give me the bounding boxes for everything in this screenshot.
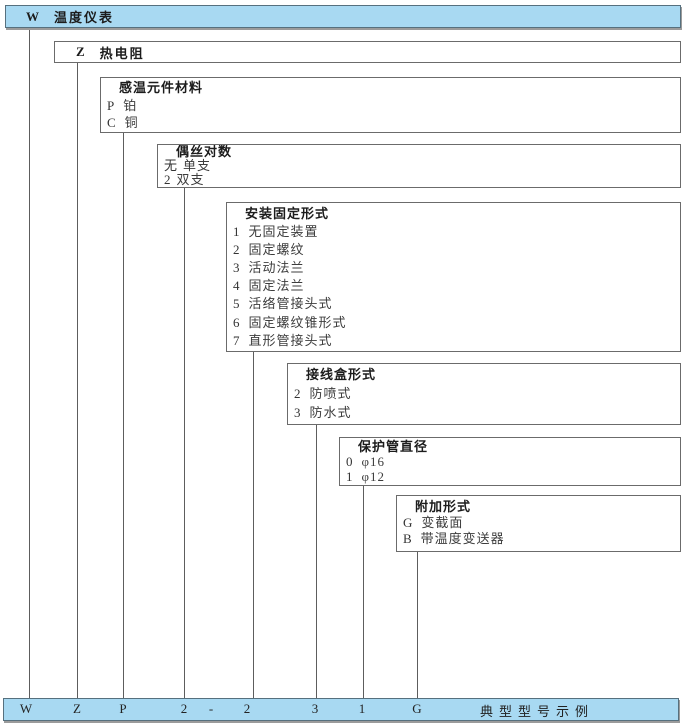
level-box-rtd: Z 热电阻 bbox=[54, 41, 681, 63]
level-box-mounting-type: 安装固定形式 1 无固定装置 2 固定螺纹 3 活动法兰 4 固定法兰 5 活络… bbox=[226, 202, 681, 352]
option-label: 固定法兰 bbox=[248, 278, 305, 294]
option-code: C bbox=[107, 115, 116, 130]
option-code: 3 bbox=[233, 260, 240, 276]
option-row: 7 直形管接头式 bbox=[227, 332, 680, 350]
box-title: 偶丝对数 bbox=[176, 144, 233, 159]
connector-line-tube-diameter bbox=[363, 485, 364, 698]
option-row: 0 φ16 bbox=[340, 454, 680, 469]
option-label: 双支 bbox=[176, 172, 205, 187]
example-code-mount: 2 bbox=[243, 701, 251, 716]
connector-line-material bbox=[123, 132, 124, 698]
example-bar: W Z P 2 - 2 3 1 G 典型型号示例 bbox=[3, 698, 679, 721]
box-title: 附加形式 bbox=[415, 499, 472, 514]
option-row: 5 活络管接头式 bbox=[227, 295, 680, 313]
option-row: C 铜 bbox=[101, 114, 680, 132]
header-label: 温度仪表 bbox=[54, 10, 115, 25]
option-label: 固定螺纹 bbox=[248, 242, 305, 258]
option-code: 3 bbox=[294, 405, 301, 420]
connector-line-z bbox=[77, 63, 78, 698]
option-label: 带温度变送器 bbox=[420, 531, 505, 546]
option-row: 1 无固定装置 bbox=[227, 223, 680, 241]
example-code-dash: - bbox=[208, 701, 214, 716]
option-code: 无 bbox=[164, 158, 178, 173]
option-code: P bbox=[107, 97, 115, 113]
connector-line-mounting bbox=[253, 350, 254, 698]
option-row: 2 防喷式 bbox=[288, 384, 680, 403]
box-title: 保护管直径 bbox=[358, 439, 429, 454]
connector-line-w bbox=[29, 28, 30, 698]
option-label: 铂 bbox=[123, 97, 138, 113]
option-label: 铜 bbox=[124, 115, 139, 130]
example-caption: 典型型号示例 bbox=[479, 704, 595, 719]
header-bar: W 温度仪表 bbox=[5, 5, 681, 28]
option-code: 0 bbox=[346, 454, 353, 469]
option-code: 2 bbox=[294, 386, 301, 401]
option-label: φ12 bbox=[361, 469, 386, 484]
connector-line-wire-pairs bbox=[184, 188, 185, 698]
option-row: G 变截面 bbox=[397, 515, 680, 531]
option-label: 无固定装置 bbox=[248, 224, 319, 240]
box-title: 接线盒形式 bbox=[306, 367, 377, 382]
option-row: 4 固定法兰 bbox=[227, 277, 680, 295]
rtd-code: Z bbox=[76, 44, 87, 59]
example-code-tube: 1 bbox=[358, 701, 366, 716]
level-box-junction-box-type: 接线盒形式 2 防喷式 3 防水式 bbox=[287, 363, 681, 425]
option-code: B bbox=[403, 531, 412, 546]
option-row: P 铂 bbox=[101, 97, 680, 115]
option-label: 防水式 bbox=[309, 405, 352, 420]
option-row: 2 双支 bbox=[158, 173, 680, 187]
option-label: 固定螺纹锥形式 bbox=[248, 314, 347, 330]
option-row: B 带温度变送器 bbox=[397, 531, 680, 547]
connector-line-junction-box bbox=[316, 424, 317, 698]
option-code: G bbox=[403, 515, 413, 530]
example-code-jbox: 3 bbox=[311, 701, 319, 716]
option-label: 活动法兰 bbox=[248, 260, 305, 276]
example-code-w: W bbox=[19, 701, 33, 716]
option-code: 2 bbox=[164, 172, 171, 187]
option-label: 活络管接头式 bbox=[248, 296, 333, 312]
option-row: 6 固定螺纹锥形式 bbox=[227, 314, 680, 332]
rtd-label: 热电阻 bbox=[99, 45, 145, 61]
connector-line-additional-type bbox=[417, 549, 418, 698]
option-code: 5 bbox=[233, 296, 240, 312]
option-row: 2 固定螺纹 bbox=[227, 241, 680, 259]
option-code: 2 bbox=[233, 242, 240, 258]
header-code: W bbox=[26, 8, 41, 24]
level-box-wire-pairs: 偶丝对数 无 单支 2 双支 bbox=[157, 144, 681, 188]
example-code-z: Z bbox=[73, 701, 81, 716]
example-code-p: P bbox=[119, 701, 127, 716]
level-box-protection-tube-diameter: 保护管直径 0 φ16 1 φ12 bbox=[339, 437, 681, 486]
option-row: 无 单支 bbox=[158, 159, 680, 173]
option-row: 3 活动法兰 bbox=[227, 259, 680, 277]
option-code: 7 bbox=[233, 332, 240, 348]
option-label: 直形管接头式 bbox=[248, 332, 333, 348]
option-row: 3 防水式 bbox=[288, 403, 680, 422]
option-code: 4 bbox=[233, 278, 240, 294]
example-code-extra: G bbox=[412, 701, 422, 716]
level-box-sensing-element-material: 感温元件材料 P 铂 C 铜 bbox=[100, 77, 681, 133]
option-code: 1 bbox=[233, 224, 240, 240]
level-box-additional-type: 附加形式 G 变截面 B 带温度变送器 bbox=[396, 495, 681, 552]
option-label: 防喷式 bbox=[309, 386, 352, 401]
option-label: 单支 bbox=[183, 158, 212, 173]
option-label: φ16 bbox=[361, 454, 386, 469]
box-title: 感温元件材料 bbox=[119, 80, 204, 95]
option-code: 6 bbox=[233, 314, 240, 330]
option-code: 1 bbox=[346, 469, 353, 484]
option-label: 变截面 bbox=[421, 515, 464, 530]
box-title: 安装固定形式 bbox=[245, 206, 330, 221]
option-row: 1 φ12 bbox=[340, 469, 680, 484]
example-code-pairs: 2 bbox=[180, 701, 188, 716]
